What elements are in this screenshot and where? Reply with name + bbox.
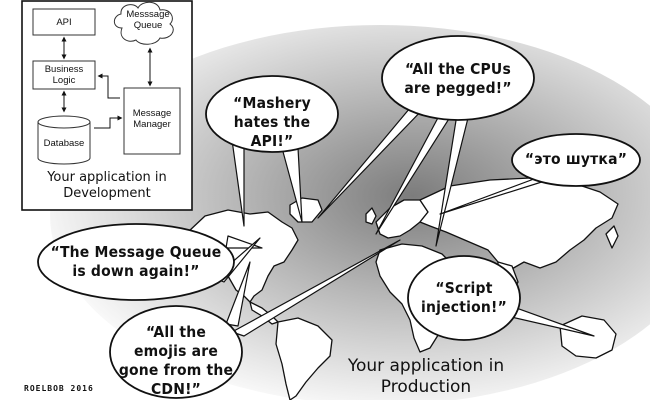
bubble-script-injection-text: “Script injection!” bbox=[421, 279, 507, 316]
bubble-joke-text: “это шутка” bbox=[524, 150, 628, 168]
message-manager-box-label: Message Manager bbox=[132, 108, 172, 130]
bubble-script-injection bbox=[407, 255, 521, 341]
database-cylinder bbox=[37, 122, 91, 165]
message-queue-cloud-label: Messsage Queue bbox=[126, 9, 170, 31]
speech-bubbles bbox=[37, 35, 641, 399]
bubble-cpus bbox=[381, 35, 535, 121]
australia bbox=[559, 315, 617, 359]
development-caption: Your application in Development bbox=[47, 170, 167, 201]
business-logic-box-label: Business Logic bbox=[44, 64, 84, 86]
bubble-message-queue-text: “The Message Queue is down again!” bbox=[50, 243, 222, 280]
api-box-label: API bbox=[56, 17, 72, 28]
message-queue-cloud bbox=[113, 1, 174, 45]
bubble-mashery bbox=[205, 75, 339, 153]
japan bbox=[605, 225, 619, 249]
bubble-emojis-text: “All the emojis are gone from the CDN!” bbox=[118, 323, 234, 398]
development-panel bbox=[21, 0, 193, 211]
uk bbox=[365, 207, 377, 225]
bubble-emojis bbox=[109, 305, 243, 399]
bubble-cpus-text: “All the CPUs are pegged!” bbox=[404, 60, 512, 97]
database-label: Database bbox=[43, 138, 85, 149]
artist-signature: ROELBOB 2016 bbox=[24, 384, 94, 393]
bubble-mashery-text: “Mashery hates the API!” bbox=[233, 94, 311, 150]
production-caption: Your application in Production bbox=[347, 356, 505, 397]
bubble-joke bbox=[511, 133, 641, 187]
bubble-message-queue bbox=[37, 223, 235, 301]
south-america bbox=[275, 317, 333, 400]
